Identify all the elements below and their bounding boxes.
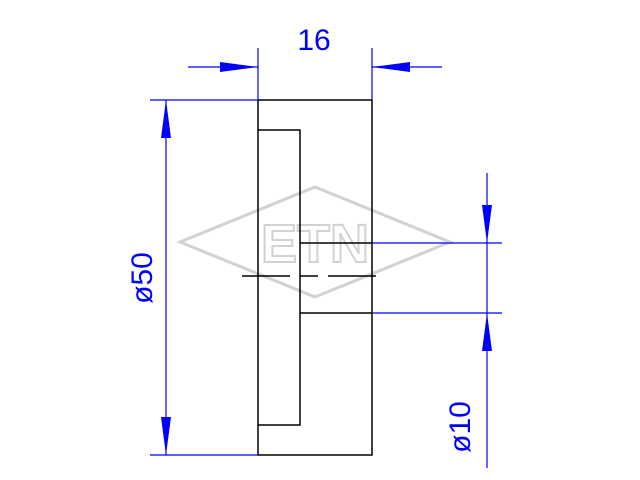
width-dimension-label: 16 [297, 24, 330, 57]
part-section [242, 99, 386, 456]
bore-diameter-dimension: ø10 [372, 173, 502, 468]
watermark: ETN [176, 185, 454, 299]
watermark-text: ETN [261, 214, 369, 274]
width-dimension: 16 [188, 24, 442, 100]
width-arrow-left [220, 62, 258, 72]
bore-diameter-label: ø10 [444, 401, 477, 453]
watermark-diamond [176, 185, 454, 299]
outer-diameter-label: ø50 [126, 252, 159, 304]
bore-arrow-bottom [482, 313, 492, 351]
bore-arrow-top [482, 205, 492, 243]
width-arrow-right [372, 62, 410, 72]
outer-diameter-dimension: ø50 [126, 99, 258, 456]
outer-arrow-top [161, 100, 171, 138]
part-recess-outline [258, 129, 301, 426]
part-outer-outline [257, 99, 373, 456]
outer-arrow-bottom [161, 417, 171, 455]
